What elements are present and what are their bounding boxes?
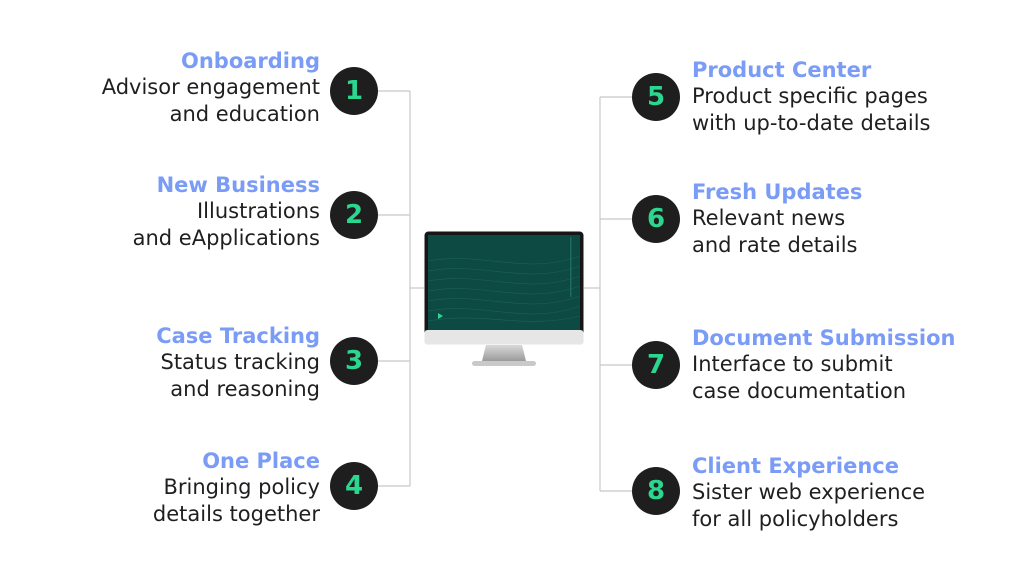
feature-6-number-badge: 6 bbox=[632, 195, 680, 243]
feature-2-text: New Business Illustrations and eApplicat… bbox=[0, 172, 320, 252]
feature-8-desc-line2: for all policyholders bbox=[692, 507, 899, 531]
feature-2-desc-line2: and eApplications bbox=[132, 226, 320, 250]
feature-4-desc-line2: details together bbox=[152, 502, 320, 526]
monitor-stand bbox=[482, 345, 526, 361]
feature-3-desc-line2: and reasoning bbox=[170, 377, 320, 401]
feature-8-number-badge: 8 bbox=[632, 467, 680, 515]
feature-8-text: Client Experience Sister web experience … bbox=[692, 453, 1024, 533]
feature-4-number-badge: 4 bbox=[330, 462, 378, 510]
feature-7-desc-line2: case documentation bbox=[692, 379, 906, 403]
feature-3-text: Case Tracking Status tracking and reason… bbox=[0, 323, 320, 403]
feature-5-text: Product Center Product specific pages wi… bbox=[692, 57, 1024, 137]
feature-6-title: Fresh Updates bbox=[692, 180, 863, 204]
feature-6-text: Fresh Updates Relevant news and rate det… bbox=[692, 179, 1024, 259]
desktop-monitor-icon bbox=[424, 231, 584, 366]
feature-1-desc-line1: Advisor engagement bbox=[101, 75, 320, 99]
monitor-chin bbox=[424, 330, 584, 345]
feature-3-title: Case Tracking bbox=[156, 324, 320, 348]
feature-7-text: Document Submission Interface to submit … bbox=[692, 325, 1024, 405]
feature-1-desc-line2: and education bbox=[169, 102, 320, 126]
feature-3-desc-line1: Status tracking bbox=[160, 350, 320, 374]
feature-2: New Business Illustrations and eApplicat… bbox=[0, 172, 320, 262]
feature-6-desc-line2: and rate details bbox=[692, 233, 858, 257]
screen-wave-pattern bbox=[427, 255, 581, 322]
feature-5-title: Product Center bbox=[692, 58, 872, 82]
feature-7: Document Submission Interface to submit … bbox=[692, 325, 1022, 415]
feature-3: Case Tracking Status tracking and reason… bbox=[0, 323, 320, 413]
feature-7-title: Document Submission bbox=[692, 326, 956, 350]
feature-8: Client Experience Sister web experience … bbox=[692, 453, 1022, 543]
feature-5-desc-line2: with up-to-date details bbox=[692, 111, 931, 135]
feature-8-desc-line1: Sister web experience bbox=[692, 480, 926, 504]
feature-6-desc-line1: Relevant news bbox=[692, 206, 846, 230]
feature-1-text: Onboarding Advisor engagement and educat… bbox=[0, 48, 320, 128]
screen-scrollbar bbox=[570, 237, 572, 297]
feature-6: Fresh Updates Relevant news and rate det… bbox=[692, 179, 1022, 269]
feature-2-desc-line1: Illustrations bbox=[196, 199, 320, 223]
feature-5-desc-line1: Product specific pages bbox=[692, 84, 928, 108]
feature-2-number-badge: 2 bbox=[330, 191, 378, 239]
feature-5: Product Center Product specific pages wi… bbox=[692, 57, 1022, 147]
feature-1: Onboarding Advisor engagement and educat… bbox=[0, 48, 320, 138]
feature-3-number-badge: 3 bbox=[330, 337, 378, 385]
feature-7-number-badge: 7 bbox=[632, 341, 680, 389]
play-cursor-icon bbox=[438, 313, 443, 319]
feature-1-title: Onboarding bbox=[180, 49, 320, 73]
monitor-base bbox=[472, 361, 536, 366]
feature-4-title: One Place bbox=[202, 449, 320, 473]
feature-4: One Place Bringing policy details togeth… bbox=[0, 448, 320, 538]
feature-5-number-badge: 5 bbox=[632, 73, 680, 121]
feature-2-title: New Business bbox=[156, 173, 320, 197]
feature-4-text: One Place Bringing policy details togeth… bbox=[0, 448, 320, 528]
feature-1-number-badge: 1 bbox=[330, 67, 378, 115]
feature-4-desc-line1: Bringing policy bbox=[163, 475, 321, 499]
feature-8-title: Client Experience bbox=[692, 454, 899, 478]
feature-7-desc-line1: Interface to submit bbox=[692, 352, 893, 376]
